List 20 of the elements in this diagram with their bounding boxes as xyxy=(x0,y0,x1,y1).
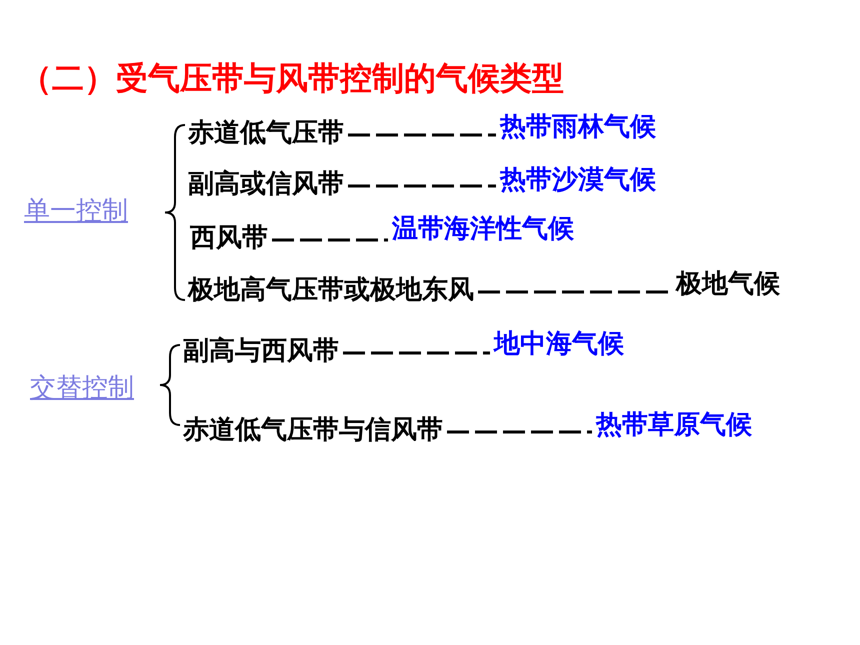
cause-text: 极地高气压带或极地东风 xyxy=(188,274,474,306)
climate-text: 热带沙漠气候 xyxy=(500,164,656,196)
climate-text: 热带草原气候 xyxy=(596,409,752,441)
group-label: 单一控制 xyxy=(24,195,128,227)
cause-text: 西风带 xyxy=(190,222,268,254)
group-label: 交替控制 xyxy=(30,372,134,404)
climate-text: 地中海气候 xyxy=(494,328,624,360)
dash-connector xyxy=(343,352,490,354)
dash-connector xyxy=(447,430,592,434)
climate-text: 极地气候 xyxy=(676,268,780,300)
slide-title: （二）受气压带与风带控制的气候类型 xyxy=(20,58,564,98)
cause-text: 副高或信风带 xyxy=(188,168,344,200)
cause-text: 赤道低气压带 xyxy=(188,117,344,149)
climate-text: 热带雨林气候 xyxy=(500,111,656,143)
cause-text: 副高与西风带 xyxy=(183,335,339,367)
dash-connector xyxy=(272,238,388,242)
climate-text: 温带海洋性气候 xyxy=(392,213,574,245)
dash-connector xyxy=(348,184,496,188)
cause-text: 赤道低气压带与信风带 xyxy=(183,414,443,446)
dash-connector xyxy=(348,134,496,136)
